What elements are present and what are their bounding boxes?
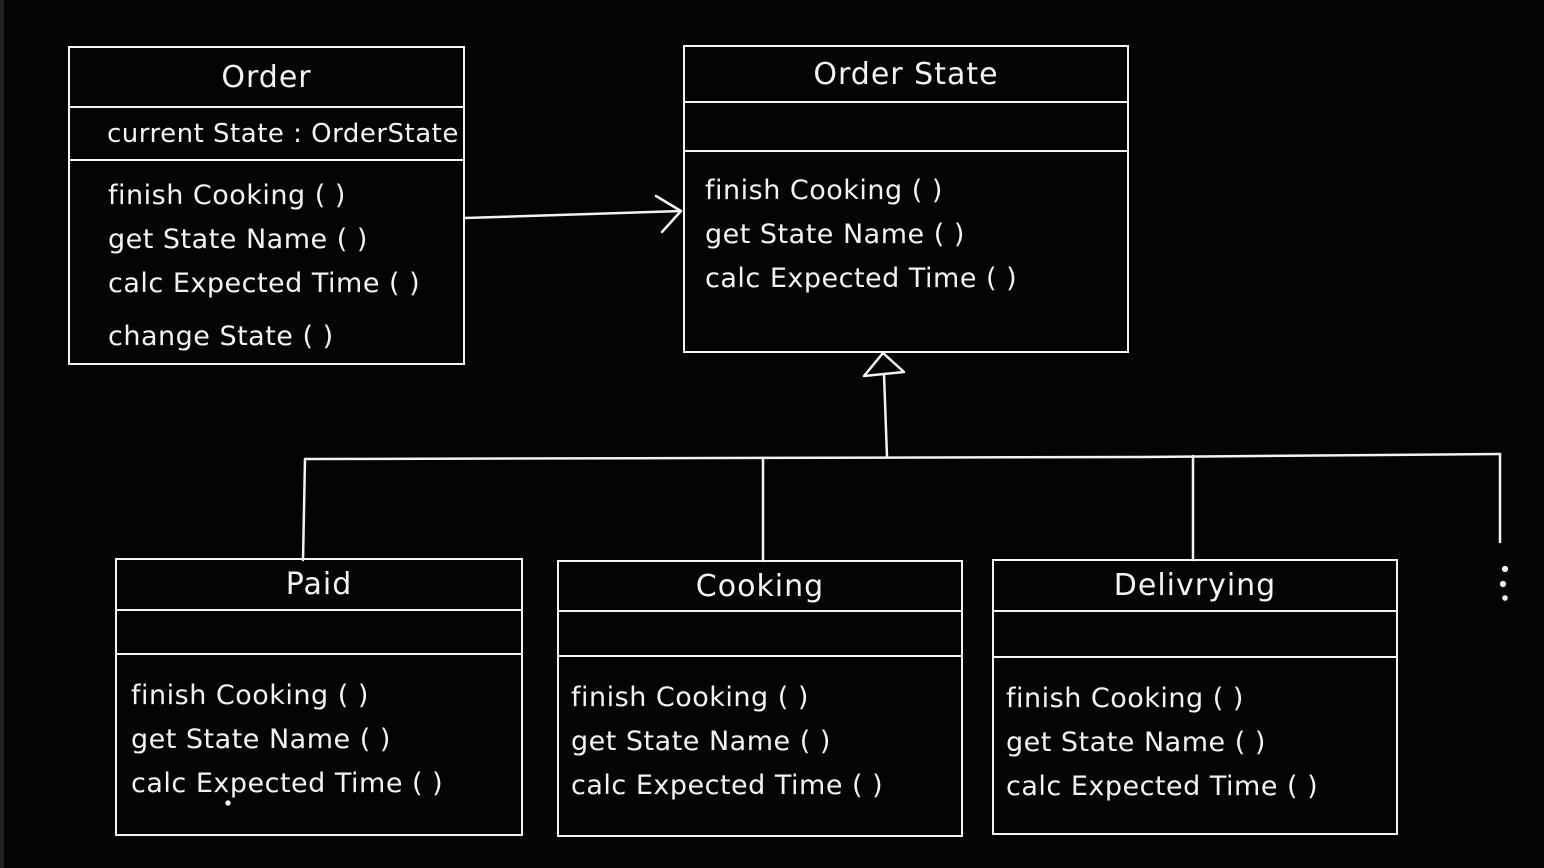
- horizontal-bus: [303, 452, 1502, 461]
- class-title-order: Order: [70, 48, 463, 108]
- class-attribute-order-state: [685, 103, 1127, 152]
- method-line: calc Expected Time ( ): [705, 263, 1018, 294]
- canvas-left-edge: [0, 0, 4, 868]
- class-methods-order: finish Cooking ( ) get State Name ( ) ca…: [70, 161, 463, 359]
- method-line: finish Cooking ( ): [571, 682, 809, 713]
- method-line: finish Cooking ( ): [1006, 683, 1244, 714]
- method-line: calc Expected Time ( ): [108, 268, 421, 299]
- method-line: change State ( ): [108, 321, 334, 352]
- class-attribute-order: current State : OrderState: [70, 108, 463, 161]
- generalization-connector[interactable]: [301, 351, 1502, 563]
- class-box-delivrying[interactable]: Delivrying finish Cooking ( ) get State …: [992, 559, 1398, 835]
- class-box-order-state[interactable]: Order State finish Cooking ( ) get State…: [683, 45, 1129, 353]
- more-subclasses-ellipsis[interactable]: [1499, 565, 1509, 601]
- class-title-paid: Paid: [117, 560, 521, 611]
- method-line: finish Cooking ( ): [108, 180, 346, 211]
- triangle-stem: [882, 372, 889, 459]
- class-title-order-state: Order State: [685, 47, 1127, 103]
- method-line: calc Expected Time ( ): [571, 770, 884, 801]
- class-box-paid[interactable]: Paid finish Cooking ( ) get State Name (…: [115, 558, 523, 836]
- hollow-triangle-arrowhead: [862, 351, 906, 378]
- method-line: get State Name ( ): [131, 724, 391, 755]
- class-attribute-paid: [117, 611, 521, 655]
- method-line: get State Name ( ): [571, 726, 831, 757]
- class-methods-delivrying: finish Cooking ( ) get State Name ( ) ca…: [994, 658, 1396, 809]
- class-title-cooking: Cooking: [559, 562, 961, 612]
- class-methods-paid: finish Cooking ( ) get State Name ( ) ca…: [117, 655, 521, 806]
- method-line: finish Cooking ( ): [705, 175, 943, 206]
- method-line: calc Expected Time ( ): [131, 768, 444, 799]
- class-box-order[interactable]: Order current State : OrderState finish …: [68, 46, 465, 365]
- method-line: calc Expected Time ( ): [1006, 771, 1319, 802]
- class-methods-order-state: finish Cooking ( ) get State Name ( ) ca…: [685, 152, 1127, 301]
- class-attribute-cooking: [559, 612, 961, 657]
- class-attribute-delivrying: [994, 612, 1396, 658]
- method-line: get State Name ( ): [108, 224, 368, 255]
- class-methods-cooking: finish Cooking ( ) get State Name ( ) ca…: [559, 657, 961, 808]
- drop-to-paid: [301, 457, 307, 562]
- method-line: finish Cooking ( ): [131, 680, 369, 711]
- method-line: get State Name ( ): [1006, 727, 1266, 758]
- method-line: get State Name ( ): [705, 219, 965, 250]
- class-box-cooking[interactable]: Cooking finish Cooking ( ) get State Nam…: [557, 560, 963, 837]
- association-arrow-order-to-orderstate[interactable]: [463, 194, 683, 234]
- class-title-delivrying: Delivrying: [994, 561, 1396, 612]
